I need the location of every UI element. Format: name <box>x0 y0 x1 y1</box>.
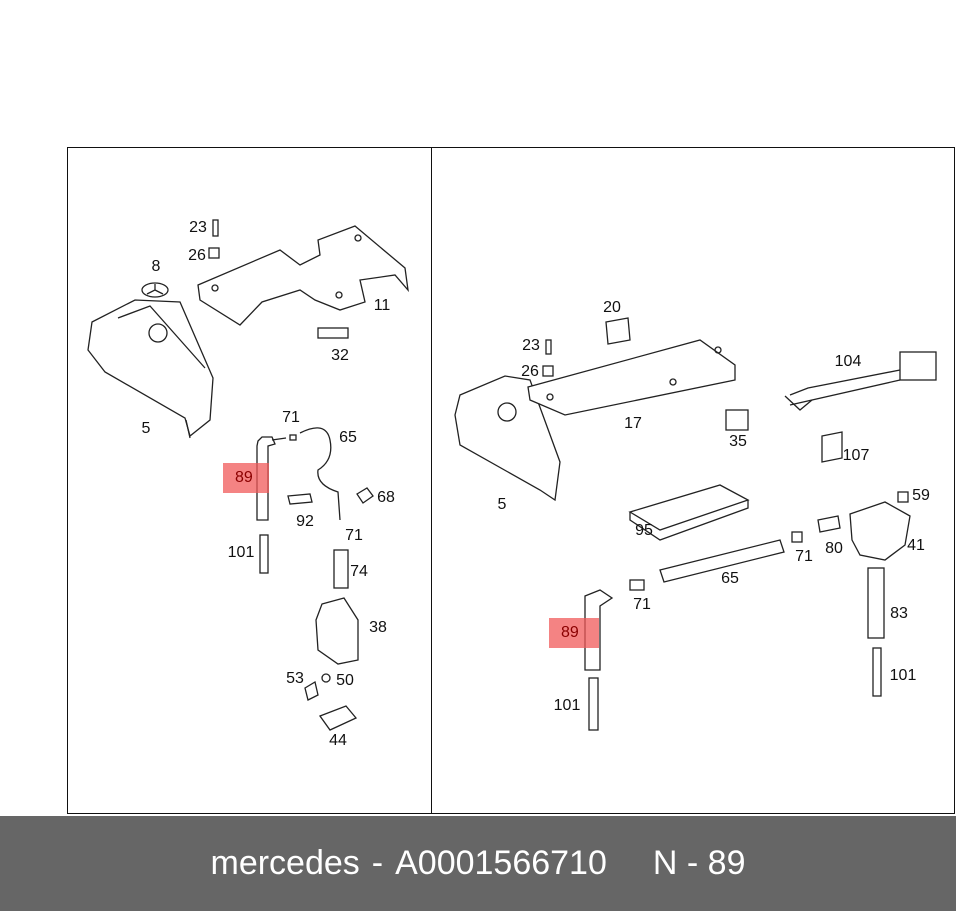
caption-separator: - <box>371 844 384 882</box>
engine-cover-right <box>454 375 561 502</box>
cover-95 <box>628 484 750 541</box>
callout-23: 23 <box>189 219 207 236</box>
callout-5: 5 <box>141 420 151 437</box>
star-emblem <box>141 282 169 298</box>
callout-71-lower: 71 <box>633 596 651 613</box>
callout-80: 80 <box>825 540 843 557</box>
bolt-53 <box>304 680 319 701</box>
boot-83 <box>867 567 885 639</box>
part-number: A0001566710 <box>395 844 607 882</box>
bolt-23-right <box>545 339 552 355</box>
callout-35: 35 <box>729 433 747 450</box>
engine-cover-left <box>87 299 214 439</box>
callout-101: 101 <box>227 544 255 561</box>
callout-65: 65 <box>339 429 357 446</box>
callout-104: 104 <box>834 353 862 370</box>
brand-name: mercedes <box>210 844 360 882</box>
lead-65-right <box>659 539 785 583</box>
nut-68 <box>356 487 374 504</box>
callout-44: 44 <box>329 732 347 749</box>
panel-divider <box>431 147 432 814</box>
connector-32 <box>317 327 349 339</box>
callout-71-right: 71 <box>795 548 813 565</box>
cover-plate-11 <box>197 225 409 326</box>
diagram-frame <box>67 147 955 814</box>
highlighted-part-89-left[interactable]: 89 <box>223 463 269 493</box>
clip-20 <box>605 317 631 345</box>
position-label: N - 89 <box>652 844 746 882</box>
callout-83: 83 <box>890 605 908 622</box>
ignition-coil-41 <box>849 501 911 561</box>
grommet-26-right <box>542 365 554 377</box>
highlighted-part-89-right[interactable]: 89 <box>549 618 599 648</box>
callout-95: 95 <box>635 522 653 539</box>
bolt-59 <box>897 491 909 503</box>
callout-23-right: 23 <box>522 337 540 354</box>
washer-50 <box>321 673 331 683</box>
callout-38: 38 <box>369 619 387 636</box>
spark-plug-101-lower <box>588 677 599 731</box>
callout-50: 50 <box>336 672 354 689</box>
lead-65 <box>299 427 341 521</box>
bracket-44 <box>318 705 358 731</box>
connector-80 <box>817 515 841 533</box>
callout-53: 53 <box>286 670 304 687</box>
connector-71-right <box>791 531 803 543</box>
sensor-cable-104 <box>784 351 937 411</box>
ignition-coil-38 <box>315 597 359 665</box>
callout-68: 68 <box>377 489 395 506</box>
bolt-23 <box>212 219 219 237</box>
clip-35 <box>725 409 749 431</box>
callout-5-right: 5 <box>497 496 507 513</box>
clip-92 <box>287 493 313 505</box>
callout-26: 26 <box>188 247 206 264</box>
callout-71b: 71 <box>345 527 363 544</box>
callout-11: 11 <box>373 297 391 314</box>
callout-32: 32 <box>331 347 349 364</box>
callout-71: 71 <box>282 409 300 426</box>
grommet-26 <box>208 247 220 259</box>
callout-17: 17 <box>624 415 642 432</box>
connector-74 <box>333 549 349 589</box>
callout-41: 41 <box>907 537 925 554</box>
part-caption-bar: mercedes - A0001566710 N - 89 <box>0 816 956 911</box>
callout-20: 20 <box>603 299 621 316</box>
callout-65-right: 65 <box>721 570 739 587</box>
callout-26-right: 26 <box>521 363 539 380</box>
callout-74: 74 <box>350 563 368 580</box>
callout-101-right: 101 <box>889 667 917 684</box>
callout-101-lower: 101 <box>553 697 581 714</box>
callout-59: 59 <box>912 487 930 504</box>
spark-plug-101 <box>259 534 269 574</box>
callout-8: 8 <box>151 258 161 275</box>
cover-plate-17 <box>527 339 736 416</box>
callout-92: 92 <box>296 513 314 530</box>
spark-plug-101-right <box>872 647 882 697</box>
callout-107: 107 <box>842 447 870 464</box>
connector-71-lower <box>629 579 645 591</box>
sensor-107 <box>821 431 843 463</box>
